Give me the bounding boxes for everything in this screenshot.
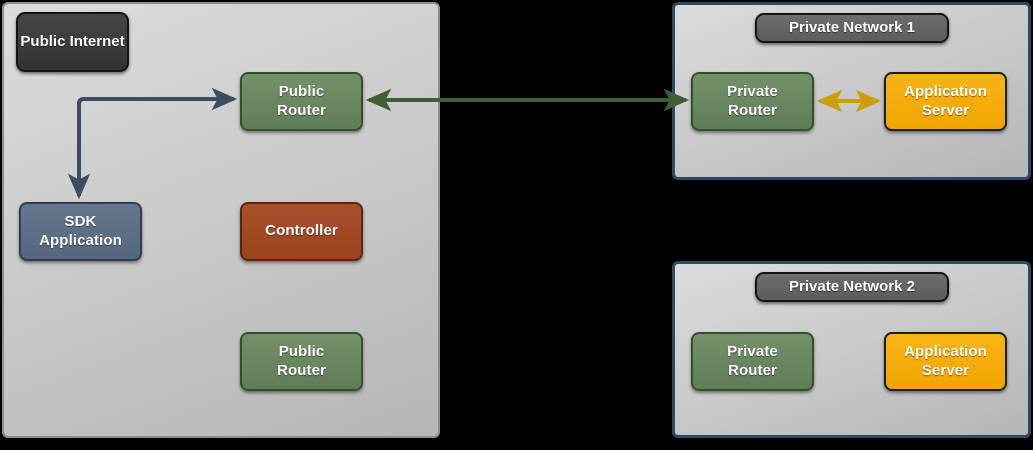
node-sdk-application[interactable]: SDK Application xyxy=(19,202,142,261)
node-label: Public Router xyxy=(277,83,326,119)
node-application-server-1[interactable]: Application Server xyxy=(884,72,1007,131)
node-application-server-2[interactable]: Application Server xyxy=(884,332,1007,391)
private-network-1-badge: Private Network 1 xyxy=(755,13,949,43)
node-label: SDK Application xyxy=(39,213,122,249)
node-label: Private Router xyxy=(727,83,778,119)
node-label: Application Server xyxy=(904,83,987,119)
node-label: Controller xyxy=(265,222,338,240)
node-public-router-bottom[interactable]: Public Router xyxy=(240,332,363,391)
private-network-2-badge: Private Network 2 xyxy=(755,272,949,302)
public-internet-label: Public Internet xyxy=(20,32,125,50)
node-public-router-top[interactable]: Public Router xyxy=(240,72,363,131)
public-internet-badge: Public Internet xyxy=(16,12,129,72)
private-network-1-label: Private Network 1 xyxy=(789,18,915,36)
node-label: Application Server xyxy=(904,343,987,379)
private-network-2-label: Private Network 2 xyxy=(789,277,915,295)
node-private-router-1[interactable]: Private Router xyxy=(691,72,814,131)
node-controller[interactable]: Controller xyxy=(240,202,363,261)
node-label: Private Router xyxy=(727,343,778,379)
node-label: Public Router xyxy=(277,343,326,379)
node-private-router-2[interactable]: Private Router xyxy=(691,332,814,391)
